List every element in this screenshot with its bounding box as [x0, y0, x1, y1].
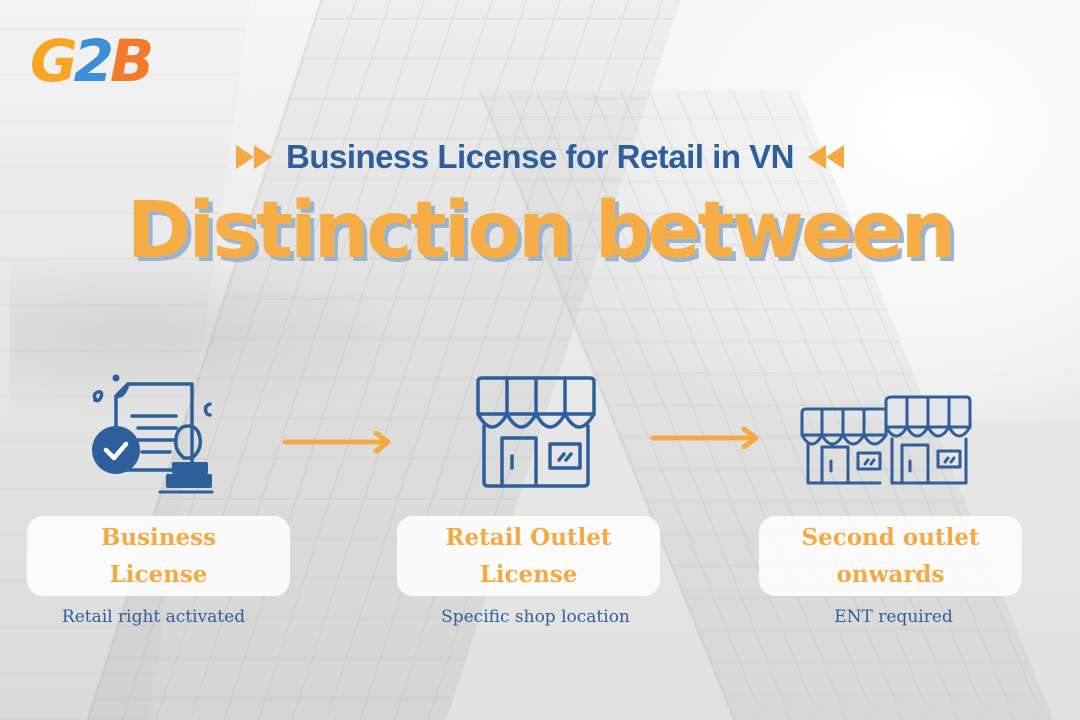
subtitle: Business License for Retail in VN [286, 138, 795, 175]
step-card-business-license: Business License [27, 516, 290, 596]
g2b-logo: G 2 B [30, 26, 154, 96]
logo-letter-b: B [109, 27, 154, 95]
certified-document-stamp-icon [92, 374, 214, 494]
arrow-right-icon [282, 430, 391, 454]
step-title-line2: onwards [836, 561, 945, 588]
step-title-line1: Business [100, 524, 217, 551]
subtitle-row: Business License for Retail in VN [0, 138, 1080, 176]
step-card-second-outlet: Second outlet onwards [759, 516, 1022, 596]
step-caption: Retail right activated [61, 607, 246, 627]
step-title-line1: Retail Outlet [445, 524, 612, 551]
arrow-right-icon [650, 426, 759, 450]
step-title: Retail Outlet License [445, 519, 611, 593]
rewind-icon [808, 145, 844, 169]
step-title-line2: License [109, 561, 208, 588]
logo-letter-g: G [30, 27, 78, 95]
step-title-line1: Second outlet [801, 524, 980, 551]
step-caption: Specific shop location [441, 607, 630, 627]
tree-silhouette [10, 250, 430, 420]
logo-digit-2: 2 [73, 27, 114, 95]
step-title: Second outlet onwards [801, 519, 979, 593]
storefront-icon [476, 376, 596, 488]
step-title-line2: License [479, 561, 578, 588]
headline: Distinction between [126, 186, 956, 276]
multiple-storefronts-icon [800, 395, 972, 485]
step-title: Business License [101, 519, 216, 593]
sky-highlight [560, 0, 1080, 420]
step-card-retail-outlet-license: Retail Outlet License [397, 516, 660, 596]
fast-forward-icon [236, 145, 272, 169]
step-caption: ENT required [834, 607, 953, 627]
